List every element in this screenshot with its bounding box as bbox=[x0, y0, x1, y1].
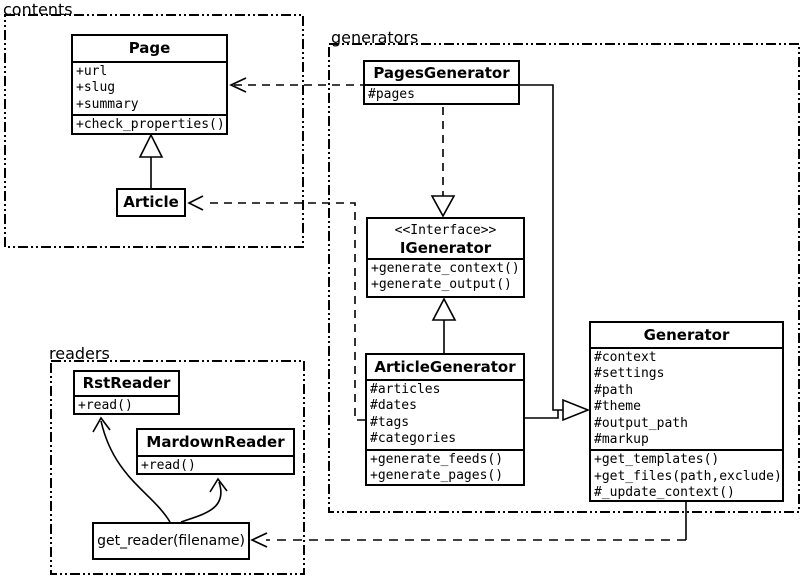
class-page-title: Page bbox=[128, 39, 171, 57]
class-pagesgenerator-attributes: #pages bbox=[365, 84, 518, 103]
interface-igenerator: <<Interface>> IGenerator +generate_conte… bbox=[366, 217, 525, 298]
method: +generate_feeds() bbox=[370, 451, 504, 467]
class-article-title: Article bbox=[123, 193, 179, 211]
class-mardownreader: MardownReader +read() bbox=[136, 428, 295, 475]
class-rstreader-title: RstReader bbox=[82, 374, 171, 392]
attribute: #theme bbox=[594, 399, 641, 415]
interface-igenerator-methods: +generate_context() +generate_output() bbox=[368, 258, 523, 295]
attribute: #articles bbox=[370, 382, 441, 397]
edge-getreader-to-rstreader bbox=[92, 416, 171, 523]
package-border-contents bbox=[4, 14, 304, 248]
method: +get_templates() bbox=[594, 452, 720, 468]
class-pagesgenerator: PagesGenerator #pages bbox=[363, 60, 520, 105]
attribute: #context bbox=[594, 350, 657, 365]
class-page: Page +url +slug +summary +check_properti… bbox=[71, 34, 228, 135]
attribute: +slug bbox=[76, 80, 116, 96]
method: +get_files(path,exclude) bbox=[594, 468, 782, 484]
class-generator-title: Generator bbox=[643, 326, 730, 344]
class-articlegenerator-title: ArticleGenerator bbox=[374, 358, 516, 376]
class-generator-methods: +get_templates() +get_files(path,exclude… bbox=[591, 449, 782, 501]
interface-stereotype: <<Interface>> bbox=[394, 223, 497, 238]
package-label-contents: contents bbox=[3, 0, 73, 19]
attribute: #tags bbox=[370, 414, 410, 430]
class-generator: Generator #context #settings #path #them… bbox=[589, 321, 784, 502]
edge-pagesgenerator-depends-page bbox=[229, 77, 363, 93]
edge-generator-depends-getreader bbox=[250, 502, 687, 548]
class-generator-attributes: #context #settings #path #theme #output_… bbox=[591, 347, 782, 449]
class-rstreader-methods: +read() bbox=[75, 395, 178, 413]
class-rstreader: RstReader +read() bbox=[73, 370, 180, 415]
interface-igenerator-header: <<Interface>> IGenerator bbox=[368, 219, 523, 258]
class-page-attributes: +url +slug +summary bbox=[73, 61, 226, 114]
method: +check_properties() bbox=[76, 117, 225, 133]
method: +generate_output() bbox=[371, 277, 512, 293]
class-articlegenerator-methods: +generate_feeds() +generate_pages() bbox=[367, 448, 523, 484]
attribute: #markup bbox=[594, 432, 649, 448]
method: +generate_context() bbox=[371, 261, 520, 276]
class-articlegenerator-attributes: #articles #dates #tags #categories bbox=[367, 379, 523, 449]
edge-articlegenerator-depends-article bbox=[187, 195, 365, 421]
class-mardownreader-title: MardownReader bbox=[146, 433, 285, 451]
attribute: #path bbox=[594, 382, 634, 398]
class-page-methods: +check_properties() bbox=[73, 114, 226, 133]
class-mardownreader-methods: +read() bbox=[138, 455, 293, 473]
function-get-reader: get_reader(filename) bbox=[92, 522, 250, 560]
edge-generators-inherit-generator bbox=[520, 84, 591, 422]
attribute: +summary bbox=[76, 96, 139, 112]
package-border-readers bbox=[50, 360, 305, 575]
attribute: #output_path bbox=[594, 415, 688, 431]
package-label-readers: readers bbox=[49, 344, 110, 363]
attribute: #pages bbox=[368, 87, 415, 102]
interface-igenerator-title: IGenerator bbox=[399, 239, 492, 257]
edge-pagesgenerator-realizes-igenerator bbox=[430, 107, 456, 218]
method: +generate_pages() bbox=[370, 468, 504, 484]
method: +read() bbox=[141, 458, 196, 473]
attribute: #categories bbox=[370, 431, 457, 447]
attribute: #dates bbox=[370, 398, 417, 414]
class-articlegenerator: ArticleGenerator #articles #dates #tags … bbox=[365, 353, 525, 486]
method: #_update_context() bbox=[594, 485, 735, 501]
edge-article-inherits-page bbox=[138, 133, 164, 188]
method: +read() bbox=[78, 398, 133, 413]
function-get-reader-label: get_reader(filename) bbox=[97, 533, 245, 549]
package-label-generators: generators bbox=[331, 28, 419, 47]
class-article: Article bbox=[116, 188, 186, 217]
package-border-generators bbox=[328, 43, 800, 513]
attribute: +url bbox=[76, 64, 108, 79]
class-pagesgenerator-title: PagesGenerator bbox=[373, 64, 510, 82]
edge-articlegenerator-inherits-igenerator bbox=[431, 297, 457, 353]
edge-getreader-to-mardownreader bbox=[180, 477, 228, 523]
attribute: #settings bbox=[594, 366, 665, 382]
